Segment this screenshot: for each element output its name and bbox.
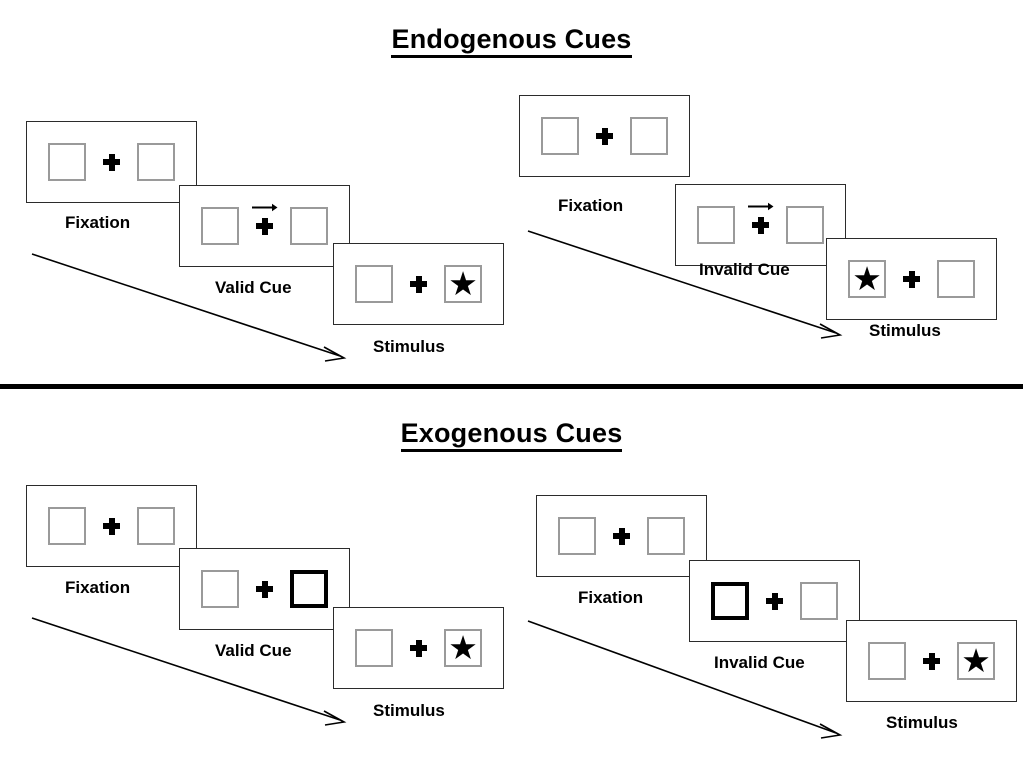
left-box xyxy=(355,629,393,667)
fixation-cross-icon xyxy=(613,527,630,545)
left-box xyxy=(355,265,393,303)
fixation-cross-wrap xyxy=(579,127,630,145)
fixation-cross-wrap xyxy=(886,270,937,288)
panel-inner: ★ xyxy=(848,260,975,298)
panel-label-endogenous-invalid-stimulus: Stimulus xyxy=(869,321,941,340)
fixation-cross-wrap xyxy=(735,202,786,234)
fixation-cross-wrap xyxy=(86,517,137,535)
fixation-cross-icon xyxy=(103,153,120,171)
panel-label-endogenous-invalid-fixation: Fixation xyxy=(558,196,624,215)
fixation-cross-icon xyxy=(103,517,120,535)
panel-inner: ★ xyxy=(355,629,482,667)
panel-exogenous-invalid-stimulus: ★ xyxy=(846,620,1017,702)
fixation-cross-icon xyxy=(410,275,427,293)
left-box-cued xyxy=(711,582,749,620)
fixation-cross-wrap xyxy=(596,527,647,545)
fixation-cross-icon xyxy=(256,580,273,598)
fixation-cross-wrap xyxy=(86,153,137,171)
fixation-cross-icon xyxy=(410,639,427,657)
panel-label-exogenous-valid-stimulus: Stimulus xyxy=(373,701,445,720)
left-box xyxy=(868,642,906,680)
panel-inner xyxy=(541,117,668,155)
left-box xyxy=(48,507,86,545)
panel-endogenous-valid-fixation xyxy=(26,121,197,203)
right-box xyxy=(800,582,838,620)
panel-label-exogenous-invalid-stimulus: Stimulus xyxy=(886,713,958,732)
panel-inner: ★ xyxy=(355,265,482,303)
left-box xyxy=(697,206,735,244)
left-box xyxy=(201,207,239,245)
panel-label-endogenous-valid-stimulus: Stimulus xyxy=(373,337,445,356)
left-box: ★ xyxy=(848,260,886,298)
target-star-icon: ★ xyxy=(961,641,991,679)
panel-exogenous-valid-stimulus: ★ xyxy=(333,607,504,689)
fixation-cross-icon xyxy=(923,652,940,670)
panel-inner: ★ xyxy=(868,642,995,680)
panel-exogenous-valid-fixation xyxy=(26,485,197,567)
fixation-cross-wrap xyxy=(906,652,957,670)
flow-arrow-exogenous-valid xyxy=(31,617,347,726)
target-star-icon: ★ xyxy=(448,264,478,302)
section-title-exogenous: Exogenous Cues xyxy=(0,418,1023,452)
panel-label-exogenous-invalid-cue: Invalid Cue xyxy=(714,653,805,672)
right-box xyxy=(137,507,175,545)
cue-arrow-right-icon xyxy=(747,202,773,210)
panel-inner xyxy=(558,517,685,555)
section-title-endogenous: Endogenous Cues xyxy=(0,24,1023,58)
section-title-exogenous-text: Exogenous Cues xyxy=(400,418,623,452)
left-box xyxy=(558,517,596,555)
panel-endogenous-valid-stimulus: ★ xyxy=(333,243,504,325)
fixation-cross-icon xyxy=(752,216,769,234)
fixation-cross-icon xyxy=(903,270,920,288)
left-box xyxy=(48,143,86,181)
fixation-cross-wrap xyxy=(239,580,290,598)
panel-exogenous-valid-cue xyxy=(179,548,350,630)
fixation-cross-icon xyxy=(256,217,273,235)
right-box: ★ xyxy=(444,629,482,667)
panel-inner xyxy=(697,202,824,244)
panel-label-endogenous-valid-cue: Valid Cue xyxy=(215,278,292,297)
left-box xyxy=(201,570,239,608)
right-box xyxy=(647,517,685,555)
section-title-endogenous-text: Endogenous Cues xyxy=(391,24,632,58)
panel-inner xyxy=(201,570,328,608)
fixation-cross-wrap xyxy=(749,592,800,610)
panel-endogenous-valid-cue xyxy=(179,185,350,267)
panel-endogenous-invalid-fixation xyxy=(519,95,690,177)
right-box-cued xyxy=(290,570,328,608)
right-box xyxy=(290,207,328,245)
right-box xyxy=(786,206,824,244)
right-box xyxy=(937,260,975,298)
panel-label-exogenous-valid-cue: Valid Cue xyxy=(215,641,292,660)
right-box xyxy=(137,143,175,181)
panel-endogenous-invalid-stimulus: ★ xyxy=(826,238,997,320)
panel-label-exogenous-invalid-fixation: Fixation xyxy=(578,588,644,607)
fixation-cross-icon xyxy=(766,592,783,610)
section-divider xyxy=(0,384,1023,389)
right-box: ★ xyxy=(957,642,995,680)
panel-label-endogenous-invalid-cue: Invalid Cue xyxy=(699,260,790,279)
target-star-icon: ★ xyxy=(852,259,882,297)
panel-exogenous-invalid-fixation xyxy=(536,495,707,577)
target-star-icon: ★ xyxy=(448,628,478,666)
fixation-cross-wrap xyxy=(239,203,290,235)
panel-inner xyxy=(711,582,838,620)
panel-endogenous-invalid-cue xyxy=(675,184,846,266)
panel-label-exogenous-valid-fixation: Fixation xyxy=(65,578,131,597)
panel-inner xyxy=(201,203,328,245)
panel-inner xyxy=(48,507,175,545)
left-box xyxy=(541,117,579,155)
right-box: ★ xyxy=(444,265,482,303)
fixation-cross-wrap xyxy=(393,639,444,657)
fixation-cross-wrap xyxy=(393,275,444,293)
right-box xyxy=(630,117,668,155)
panel-label-endogenous-valid-fixation: Fixation xyxy=(65,213,131,232)
fixation-cross-icon xyxy=(596,127,613,145)
panel-exogenous-invalid-cue xyxy=(689,560,860,642)
panel-inner xyxy=(48,143,175,181)
cue-arrow-right-icon xyxy=(251,203,277,211)
